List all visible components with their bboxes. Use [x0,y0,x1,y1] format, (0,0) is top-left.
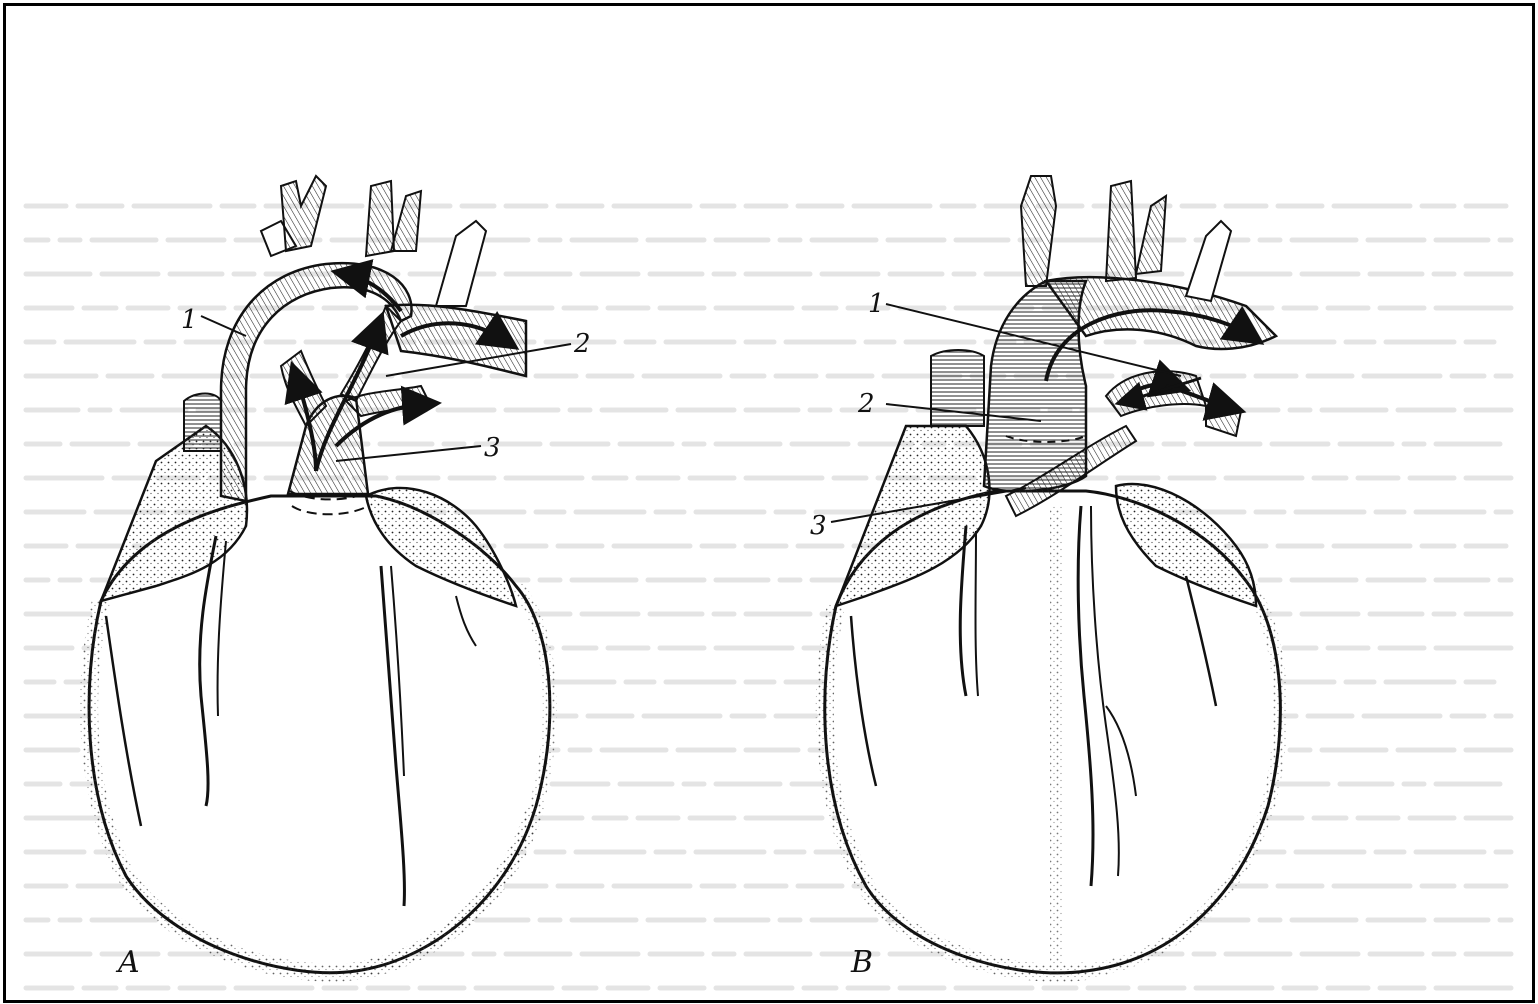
figure-frame: 1 2 3 A 1 2 3 B [3,3,1535,1003]
callout-b-2: 2 [857,389,875,419]
callout-a-2: 2 [573,329,591,359]
heart-anatomy-figure: 1 2 3 A 1 2 3 B [6,6,1532,1000]
callout-a-1: 1 [181,305,198,335]
panel-b-label: B [850,945,873,980]
callout-b-1: 1 [868,289,885,319]
callout-b-3: 3 [810,511,827,541]
panel-b [825,176,1281,973]
callout-a-3: 3 [484,433,501,463]
panel-a-label: A [115,945,140,980]
panel-a [89,176,571,973]
